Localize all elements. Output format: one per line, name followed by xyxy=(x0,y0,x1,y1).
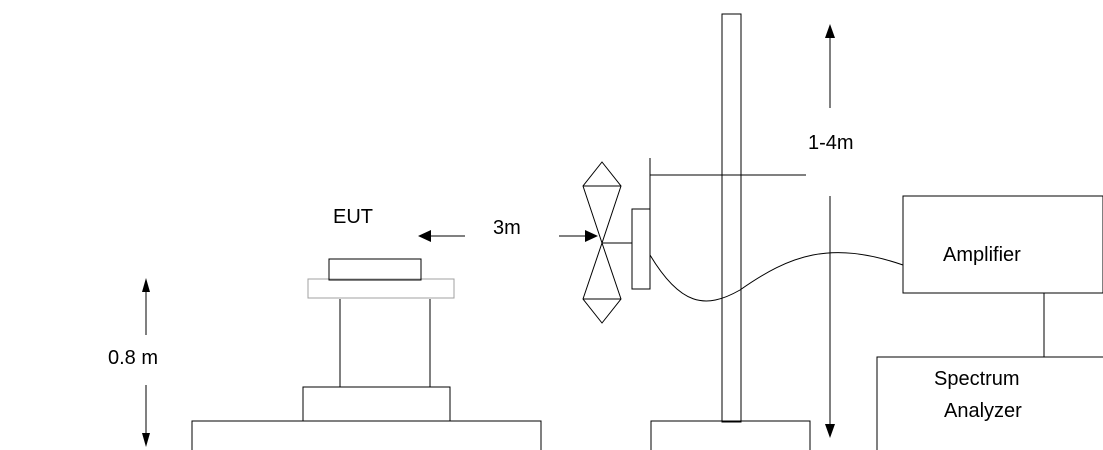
table-foot xyxy=(302,386,451,422)
eut-box xyxy=(328,258,422,281)
amplifier-label: Amplifier xyxy=(943,244,1021,266)
arrowhead-down-icon xyxy=(825,424,835,438)
antenna-mount-bracket xyxy=(631,208,651,290)
arrowhead-down-icon xyxy=(142,433,150,447)
arrowhead-up-icon xyxy=(825,24,835,38)
table-height-label: 0.8 m xyxy=(108,347,158,369)
spectrum-analyzer-label-line1: Spectrum xyxy=(934,368,1020,390)
biconical-antenna-icon xyxy=(582,161,632,324)
table-top-plate xyxy=(307,278,455,299)
spectrum-analyzer-label-line2: Analyzer xyxy=(944,400,1022,422)
arrowhead-left-icon xyxy=(418,230,431,242)
amplifier-box xyxy=(902,195,1103,294)
arrowhead-up-icon xyxy=(142,278,150,292)
mast-height-label: 1-4m xyxy=(808,132,854,154)
arrowhead-right-icon xyxy=(585,230,598,242)
eut-label: EUT xyxy=(333,206,373,228)
antenna-cable xyxy=(649,252,904,302)
turntable-base xyxy=(191,420,542,450)
antenna-mast xyxy=(721,13,742,423)
distance-label: 3m xyxy=(493,217,521,239)
spectrum-analyzer-box xyxy=(876,356,1103,450)
mast-base xyxy=(650,420,811,450)
